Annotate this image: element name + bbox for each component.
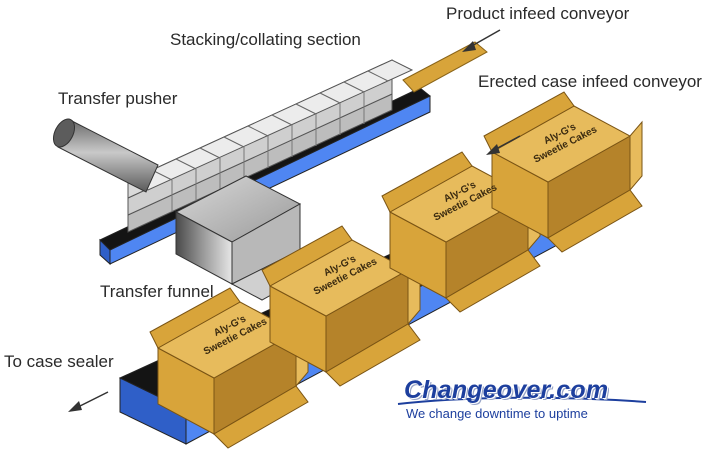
case: [261, 225, 421, 387]
case-flap-bottom: [213, 385, 309, 449]
label-transfer-funnel: Transfer funnel: [100, 282, 214, 301]
case-flap-back: [381, 151, 473, 213]
arrow-product-infeed: [462, 29, 501, 52]
case-flap-back: [261, 225, 353, 287]
case: [483, 91, 643, 253]
logo-name: Changeover.com: [404, 376, 609, 404]
case-flap-bottom: [445, 249, 541, 313]
product-stack: [126, 59, 414, 233]
case: [149, 287, 309, 449]
arrow-erected-case-infeed: [486, 135, 521, 155]
product-dividers: [151, 70, 389, 181]
case-flap-bottom: [547, 189, 643, 253]
product-row-top: [126, 59, 414, 199]
transfer-pusher: [52, 118, 159, 193]
logo-swoosh-icon: [397, 396, 647, 405]
case-group: [149, 91, 643, 449]
label-transfer-pusher: Transfer pusher: [58, 89, 178, 108]
label-product-infeed-conveyor: Product infeed conveyor: [446, 4, 630, 23]
label-erected-case-infeed-conveyor: Erected case infeed conveyor: [478, 72, 702, 91]
case-flap-back: [483, 91, 575, 153]
arrow-to-case-sealer: [68, 391, 109, 412]
case-flap-right: [629, 120, 643, 192]
case-flap-bottom: [325, 323, 421, 387]
label-to-case-sealer: To case sealer: [4, 352, 114, 371]
changeover-logo: Changeover.com We change downtime to upt…: [396, 376, 648, 424]
label-stacking-collating-section: Stacking/collating section: [170, 30, 361, 49]
product-infeed-conveyor: [402, 41, 488, 93]
product-vertical-seams: [171, 92, 365, 212]
case-flap-back: [149, 287, 241, 349]
logo-tagline: We change downtime to uptime: [406, 406, 588, 421]
